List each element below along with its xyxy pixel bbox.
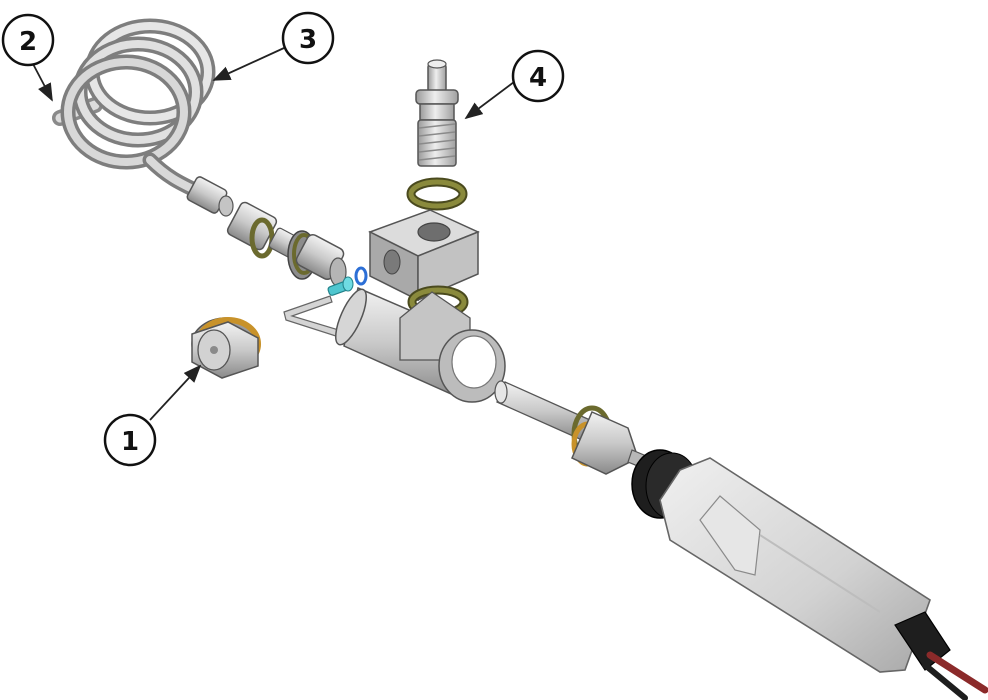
callout-2-label: 2 <box>19 27 37 57</box>
plug-fitting <box>191 317 261 379</box>
o-ring-upper <box>406 177 468 211</box>
fitting-body <box>287 230 347 287</box>
callout-3-label: 3 <box>299 25 317 55</box>
teal-screw <box>327 276 354 296</box>
tube-nut <box>186 176 234 217</box>
leader-4 <box>464 81 515 120</box>
main-body <box>335 286 506 403</box>
coiled-tube <box>52 18 234 217</box>
callout-3: 3 <box>281 11 335 65</box>
callout-4: 4 <box>511 49 565 103</box>
leader-1 <box>149 364 202 421</box>
valve-stem <box>415 59 459 167</box>
compression-fitting <box>226 201 302 259</box>
valve-block <box>368 209 480 302</box>
leader-2 <box>31 61 53 102</box>
cable-end <box>894 611 988 700</box>
handle-body <box>659 457 931 673</box>
leader-3 <box>212 47 285 81</box>
callout-1: 1 <box>103 413 157 467</box>
callout-1-label: 1 <box>121 427 139 457</box>
callout-2: 2 <box>1 13 55 67</box>
callout-4-label: 4 <box>529 63 547 93</box>
blue-ring <box>354 266 368 286</box>
leader-lines <box>31 47 515 421</box>
